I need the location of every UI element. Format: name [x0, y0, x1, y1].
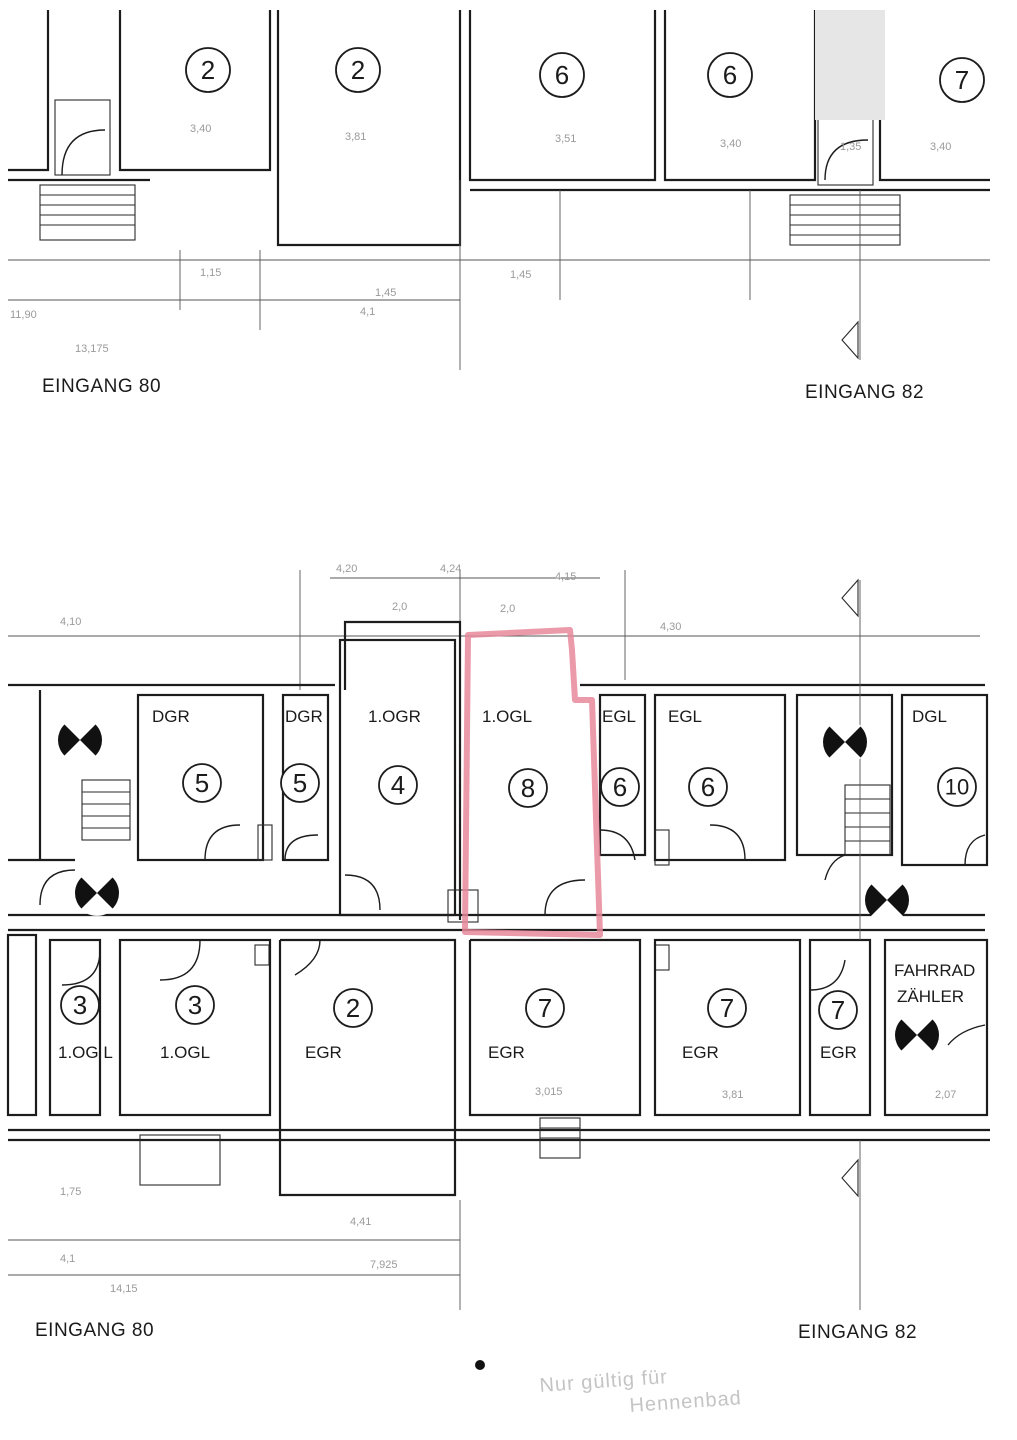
entrance-label-82: EINGANG 82: [798, 1322, 917, 1343]
svg-text:10: 10: [945, 775, 969, 800]
room-label: EGL: [602, 707, 636, 726]
room-label: EGR: [820, 1043, 857, 1062]
dimension-label: 2,07: [935, 1089, 956, 1101]
svg-text:3: 3: [73, 990, 87, 1020]
dimension-label: 3,81: [722, 1089, 743, 1101]
dimension-label: 4,30: [660, 621, 681, 633]
room-label: EGR: [305, 1043, 342, 1062]
dimension-label: 3,40: [720, 138, 741, 150]
svg-text:6: 6: [701, 772, 715, 802]
dimension-label: 11,90: [10, 309, 37, 321]
dimension-label: 1,45: [510, 269, 531, 281]
room-label: EGR: [488, 1043, 525, 1062]
room-label: 1.OGR: [368, 707, 421, 726]
ink-dot: [475, 1360, 485, 1370]
room-number: 6: [688, 767, 728, 807]
room-number: 7: [707, 988, 747, 1028]
room-label: EGR: [682, 1043, 719, 1062]
room-number: 4: [378, 765, 418, 805]
svg-text:3: 3: [188, 990, 202, 1020]
svg-text:6: 6: [613, 772, 627, 802]
chimney-symbol: [58, 717, 102, 763]
chimney-symbol: [895, 1012, 939, 1058]
svg-text:6: 6: [723, 60, 737, 90]
room-label: 1.OG L: [58, 1043, 113, 1062]
chimney-symbol: [75, 870, 119, 916]
chimney-symbol: [865, 877, 909, 923]
room-number: 7: [818, 990, 858, 1030]
dimension-label: 4,41: [350, 1216, 371, 1228]
dimension-label: 4,15: [555, 571, 576, 583]
dimension-label: 4,1: [360, 306, 375, 318]
dimension-label: 2,0: [500, 603, 515, 615]
room-number: 5: [280, 763, 320, 803]
dimension-label: 4,20: [336, 563, 357, 575]
dimension-label: 1,35: [840, 141, 861, 153]
dimension-label: 3,015: [535, 1086, 563, 1098]
room-number: 8: [508, 768, 548, 808]
room-label: 1.OGL: [160, 1043, 210, 1062]
dimension-label: 3,81: [345, 131, 366, 143]
svg-text:4: 4: [391, 770, 405, 800]
dimension-label: 1,15: [200, 267, 221, 279]
stamp-text: Nur gültig für: [539, 1366, 669, 1397]
highlighted-unit-outline: [462, 627, 603, 938]
entrance-label-80: EINGANG 80: [35, 1320, 154, 1341]
dimension-label: 14,15: [110, 1283, 138, 1295]
top-room-number: 2: [185, 47, 231, 93]
dimension-label: 2,0: [392, 601, 407, 613]
top-room-number: 6: [707, 52, 753, 98]
room-label: DGR: [285, 707, 323, 726]
room-number: 2: [333, 988, 373, 1028]
room-label: DGL: [912, 707, 947, 726]
room-number: 7: [525, 988, 565, 1028]
dimension-label: 7,925: [370, 1259, 398, 1271]
svg-text:7: 7: [831, 995, 845, 1025]
dimension-label: 1,45: [375, 287, 396, 299]
chimney-symbol: [823, 719, 867, 765]
top-plan: 2 2 6 6 7 3,40 3,81 3,51 3,40 3,40 1,35 …: [8, 10, 990, 403]
svg-text:5: 5: [293, 768, 307, 798]
svg-text:7: 7: [538, 993, 552, 1023]
dimension-label: 3,40: [930, 141, 951, 153]
dimension-label: 4,1: [60, 1253, 75, 1265]
room-number: 10: [937, 767, 977, 807]
dimension-label: 13,175: [75, 343, 109, 355]
svg-text:6: 6: [555, 60, 569, 90]
service-room-label: ZÄHLER: [897, 987, 964, 1006]
dimension-label: 3,40: [190, 123, 211, 135]
top-room-number: 2: [335, 47, 381, 93]
room-label: DGR: [152, 707, 190, 726]
room-label: EGL: [668, 707, 702, 726]
stamp-text: Hennenbad: [629, 1387, 743, 1417]
svg-text:5: 5: [195, 768, 209, 798]
service-room-label: FAHRRAD: [894, 961, 975, 980]
dimension-label: 3,51: [555, 133, 576, 145]
svg-text:2: 2: [346, 993, 360, 1023]
entrance-label-80: EINGANG 80: [42, 376, 161, 397]
top-room-number: 6: [539, 52, 585, 98]
svg-text:2: 2: [201, 55, 215, 85]
room-number: 3: [175, 985, 215, 1025]
room-number: 3: [60, 985, 100, 1025]
room-number: 6: [600, 767, 640, 807]
room-label: 1.OGL: [482, 707, 532, 726]
dimension-label: 4,24: [440, 563, 461, 575]
svg-text:2: 2: [351, 55, 365, 85]
bottom-plan: DGR 5 DGR 5 1.OGR 4 1.OGL 8 EGL 6 EGL 6: [6, 563, 990, 1417]
svg-text:7: 7: [720, 993, 734, 1023]
room-number: 5: [182, 763, 222, 803]
svg-text:8: 8: [521, 773, 535, 803]
svg-text:7: 7: [955, 65, 969, 95]
dimension-label: 1,75: [60, 1186, 81, 1198]
top-room-number: 7: [939, 57, 985, 103]
entrance-label-82: EINGANG 82: [805, 382, 924, 403]
dimension-label: 4,10: [60, 616, 81, 628]
